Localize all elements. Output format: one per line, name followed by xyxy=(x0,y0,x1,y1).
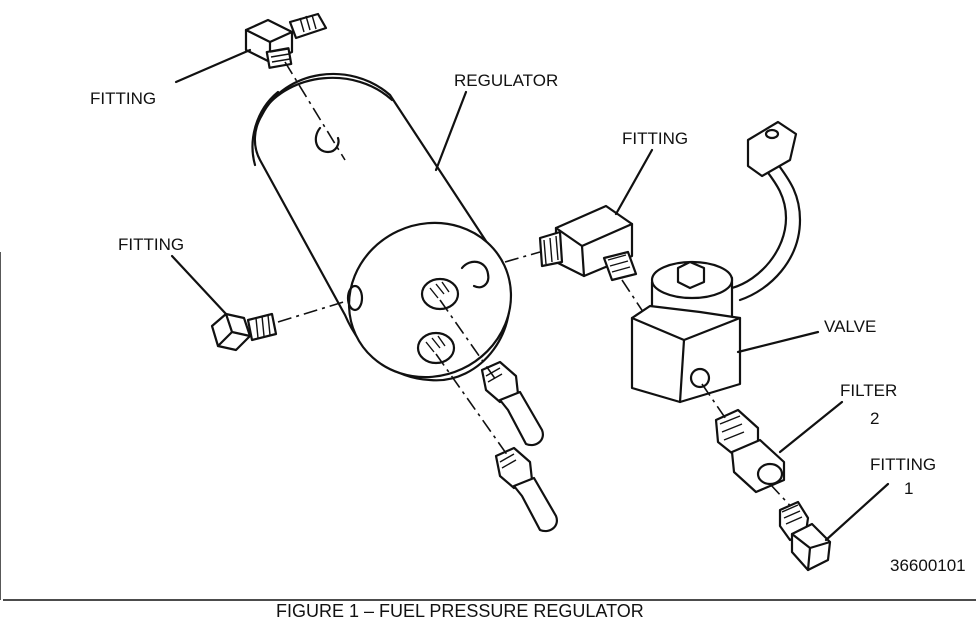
solenoid-valve xyxy=(630,120,802,404)
label-fitting-top-mid: FITTING xyxy=(622,129,688,148)
dash-line-top xyxy=(284,61,346,161)
regulator-port-top xyxy=(420,277,460,311)
dash-line-left xyxy=(277,299,351,323)
leader-fitting-left xyxy=(170,254,228,316)
label-valve: VALVE xyxy=(824,317,876,336)
leader-fitting-top-left xyxy=(174,48,252,84)
leader-fitting-top-mid xyxy=(614,148,654,216)
hex-fitting-left xyxy=(210,312,278,352)
label-filter-number: 2 xyxy=(870,409,879,428)
label-fitting-top-left: FITTING xyxy=(90,89,156,108)
part-number: 36600101 xyxy=(890,556,966,575)
fitting-middle xyxy=(538,204,638,282)
nipple-fitting-2 xyxy=(494,446,558,533)
leader-valve xyxy=(736,330,820,354)
regulator-port-bottom xyxy=(416,331,456,365)
leader-filter xyxy=(778,400,844,454)
leader-regulator xyxy=(434,90,468,172)
dash-line-mid xyxy=(504,251,541,263)
label-filter: FILTER xyxy=(840,381,897,400)
filter xyxy=(714,408,786,494)
fitting-1 xyxy=(778,500,832,572)
regulator-side-port xyxy=(346,284,364,312)
label-regulator: REGULATOR xyxy=(454,71,558,90)
nipple-fitting-1 xyxy=(480,360,544,447)
elbow-fitting-top xyxy=(244,12,328,69)
dash-line-valve-filter xyxy=(701,383,729,423)
dash-line-port-top xyxy=(439,299,497,381)
dash-line-port-bottom xyxy=(435,353,509,457)
label-fitting-right: FITTING xyxy=(870,455,936,474)
figure-caption: FIGURE 1 – FUEL PRESSURE REGULATOR xyxy=(276,601,644,621)
label-fitting-right-number: 1 xyxy=(904,479,913,498)
leader-fitting-1 xyxy=(824,482,890,542)
label-fitting-left: FITTING xyxy=(118,235,184,254)
regulator-body xyxy=(251,72,513,382)
